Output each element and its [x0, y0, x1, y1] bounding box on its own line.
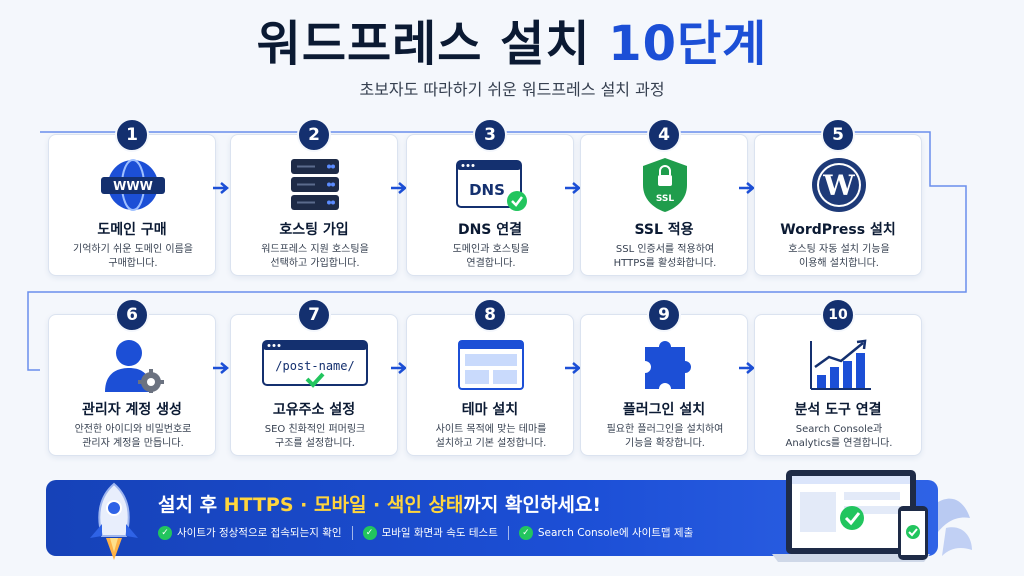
title-main: 워드프레스 설치: [256, 16, 591, 72]
ssl-icon-text: SSL: [656, 194, 675, 204]
step-card-1: 1 WWW 도메인 구매 기억하기 쉬운 도메인 이름을 구매합니다.: [48, 118, 216, 276]
arrow-right-icon: [565, 362, 581, 374]
wordpress-logo-icon: W: [812, 158, 866, 212]
checklist-item: ✓ 사이트가 정상적으로 접속되는지 확인: [158, 525, 342, 540]
banner-title-highlight: HTTPS · 모바일 · 색인 상태: [223, 494, 464, 516]
step-description: 사이트 목적에 맞는 테마를 설치하고 기본 설정합니다.: [435, 424, 547, 449]
banner-title-post: 까지 확인하세요!: [463, 494, 602, 516]
permalink-icon-text: /post-name/: [275, 359, 354, 373]
step-number: 2: [297, 118, 331, 152]
checklist-item: ✓ 모바일 화면과 속도 테스트: [362, 525, 498, 540]
arrow-right-icon: [565, 182, 581, 194]
check-icon: ✓: [158, 525, 172, 540]
puzzle-plugin-icon: [645, 341, 691, 389]
step-title: 분석 도구 연결: [794, 402, 882, 418]
checklist-item-label: Search Console에 사이트맵 제출: [537, 527, 694, 539]
step-description: SEO 친화적인 퍼머링크 구조를 설정합니다.: [264, 424, 366, 449]
step-description: 워드프레스 지원 호스팅을 선택하고 가입합니다.: [261, 244, 369, 269]
permalink-window-icon: /post-name/: [262, 340, 368, 388]
step-description: 안전한 아이디와 비밀번호로 관리자 계정을 만듭니다.: [74, 424, 192, 449]
rocket-icon: [90, 482, 138, 560]
checklist-item-label: 사이트가 정상적으로 접속되는지 확인: [177, 527, 342, 539]
step-description: SSL 인증서를 적용하여 HTTPS를 활성화합니다.: [613, 244, 717, 269]
arrow-right-icon: [213, 182, 229, 194]
step-number: 5: [821, 118, 855, 152]
step-card-4: 4 SSL SSL 적용 SSL 인증서를 적용하여 HTTPS를 활성화합니다…: [580, 118, 748, 276]
step-title: 호스팅 가입: [279, 222, 349, 238]
step-card-10: 10 분석 도구 연결 Search Console과 Analytics를 연…: [754, 298, 922, 456]
arrow-right-icon: [213, 362, 229, 374]
check-icon: ✓: [518, 525, 533, 540]
step-card-6: 6 관리자 계정 생성 안전한 아이디와 비밀번호로 관리자 계정을 만듭니다.: [48, 298, 216, 456]
step-card-8: 8 테마 설치 사이트 목적에 맞는 테마를 설치하고 기본 설정합니다.: [406, 298, 574, 456]
step-card-5: 5 W WordPress 설치 호스팅 자동 설치 기능을 이용해 설치합니다…: [754, 118, 922, 276]
step-number: 10: [821, 298, 855, 332]
page-subtitle: 초보자도 따라하기 쉬운 워드프레스 설치 과정: [359, 80, 665, 99]
step-title: 관리자 계정 생성: [82, 402, 182, 418]
step-title: DNS 연결: [457, 222, 523, 238]
server-icon: [291, 159, 339, 210]
title-accent: 10단계: [608, 16, 768, 72]
dns-icon-text: DNS: [469, 181, 505, 199]
admin-user-gear-icon: [105, 340, 164, 393]
ssl-shield-icon: SSL: [643, 158, 687, 212]
step-title: 고유주소 설정: [272, 402, 356, 418]
checklist-item-label: 모바일 화면과 속도 테스트: [381, 527, 498, 539]
svg-text:W: W: [822, 169, 855, 202]
arrow-right-icon: [391, 362, 407, 374]
step-number: 8: [473, 298, 507, 332]
step-description: 호스팅 자동 설치 기능을 이용해 설치합니다.: [788, 244, 890, 269]
step-title: 플러그인 설치: [622, 402, 706, 418]
step-card-7: 7 /post-name/ 고유주소 설정 SEO 친화적인 퍼머링크 구조를 …: [230, 298, 398, 456]
banner-title: 설치 후 HTTPS · 모바일 · 색인 상태까지 확인하세요!: [158, 490, 601, 517]
step-card-3: 3 DNS DNS 연결 도메인과 호스팅을 연결합니다.: [406, 118, 574, 276]
arrow-right-icon: [739, 182, 755, 194]
step-number: 6: [115, 298, 149, 332]
step-number: 9: [647, 298, 681, 332]
step-description: Search Console과 Analytics를 연결합니다.: [785, 424, 893, 449]
theme-layout-icon: [458, 340, 524, 390]
step-description: 도메인과 호스팅을 연결합니다.: [452, 244, 530, 269]
step-title: 도메인 구매: [97, 222, 167, 238]
arrow-right-icon: [391, 182, 407, 194]
step-number: 7: [297, 298, 331, 332]
checklist-item: ✓ Search Console에 사이트맵 제출: [518, 525, 694, 540]
banner-title-pre: 설치 후: [158, 494, 224, 516]
divider: [351, 525, 353, 540]
step-number: 4: [647, 118, 681, 152]
laptop-phone-illustration: [772, 470, 972, 562]
step-title: WordPress 설치: [780, 222, 896, 238]
step-description: 기억하기 쉬운 도메인 이름을 구매합니다.: [73, 244, 193, 269]
banner-checklist: ✓ 사이트가 정상적으로 접속되는지 확인 ✓ 모바일 화면과 속도 테스트 ✓ Se…: [158, 525, 693, 540]
analytics-chart-icon: [810, 339, 871, 390]
page-title: 워드프레스 설치 10단계: [0, 4, 1024, 74]
step-title: SSL 적용: [634, 222, 694, 238]
arrow-right-icon: [739, 362, 755, 374]
check-icon: ✓: [362, 525, 377, 540]
step-number: 3: [473, 118, 507, 152]
step-number: 1: [115, 118, 149, 152]
svg-text:WWW: WWW: [113, 179, 153, 193]
step-description: 필요한 플러그인을 설치하여 기능을 확장합니다.: [606, 424, 724, 449]
step-title: 테마 설치: [461, 402, 519, 418]
divider: [507, 525, 509, 540]
step-card-2: 2 호스팅 가입 워드프레스 지원 호스팅을 선택하고 가입합니다.: [230, 118, 398, 276]
dns-window-icon: DNS: [456, 160, 527, 211]
globe-www-icon: WWW: [101, 159, 165, 211]
step-card-9: 9 플러그인 설치 필요한 플러그인을 설치하여 기능을 확장합니다.: [580, 298, 748, 456]
